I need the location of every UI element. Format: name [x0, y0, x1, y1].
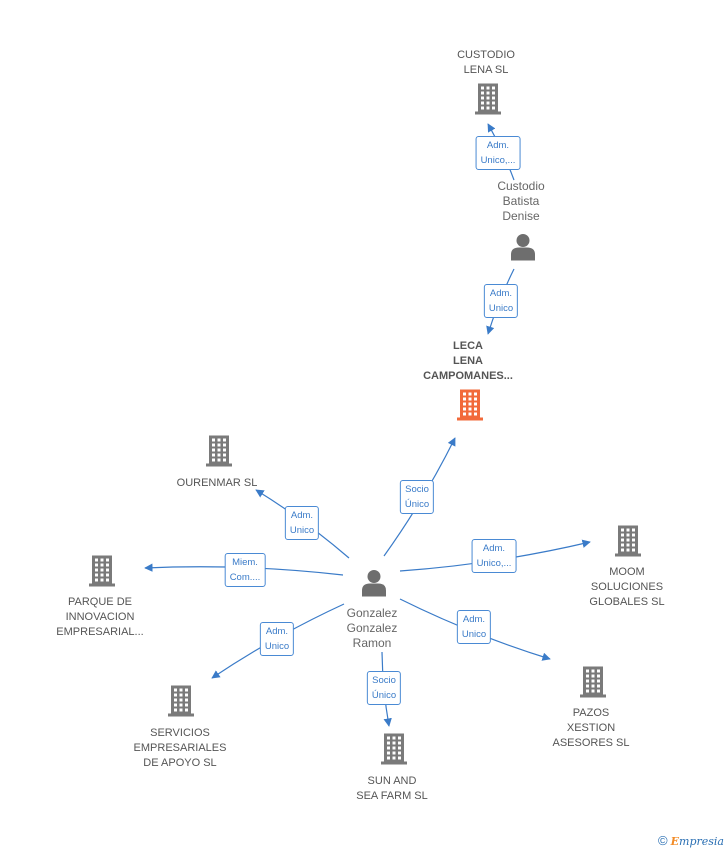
- focus-company-building-icon[interactable]: [456, 388, 484, 427]
- person-name-label[interactable]: Gonzalez Gonzalez Ramon: [346, 606, 398, 650]
- company-name-label[interactable]: LECA LENA CAMPOMANES...: [423, 340, 513, 382]
- building-icon[interactable]: [167, 684, 195, 723]
- building-icon[interactable]: [614, 524, 642, 563]
- building-icon[interactable]: [205, 434, 233, 473]
- relationship-role-label[interactable]: Adm. Unico,...: [475, 136, 521, 170]
- company-name-label[interactable]: SUN AND SEA FARM SL: [356, 775, 428, 802]
- company-name-label[interactable]: CUSTODIO LENA SL: [457, 49, 515, 76]
- person-icon[interactable]: [360, 569, 388, 602]
- building-icon[interactable]: [380, 732, 408, 771]
- relationship-role-label[interactable]: Socio Único: [399, 480, 435, 514]
- footer-brand[interactable]: ©Empresia: [658, 833, 724, 848]
- company-name-label[interactable]: OURENMAR SL: [176, 477, 258, 489]
- relationship-role-label[interactable]: Adm. Unico: [259, 622, 295, 656]
- company-name-label[interactable]: SERVICIOS EMPRESARIALES DE APOYO SL: [133, 727, 227, 769]
- relationship-role-label[interactable]: Adm. Unico: [456, 610, 492, 644]
- building-icon[interactable]: [88, 554, 116, 593]
- brand-logo-e: E: [670, 835, 680, 848]
- relationship-role-label[interactable]: Miem. Com....: [224, 553, 266, 587]
- company-name-label[interactable]: PARQUE DE INNOVACION EMPRESARIAL...: [56, 596, 144, 638]
- copyright-symbol: ©: [658, 833, 668, 848]
- person-icon[interactable]: [509, 233, 537, 266]
- relationship-role-label[interactable]: Adm. Unico,...: [471, 539, 517, 573]
- building-icon[interactable]: [579, 665, 607, 704]
- building-icon[interactable]: [474, 82, 502, 121]
- relationship-role-label[interactable]: Adm. Unico: [483, 284, 519, 318]
- brand-logo-text: mpresia: [679, 835, 724, 848]
- company-name-label[interactable]: MOOM SOLUCIONES GLOBALES SL: [589, 566, 665, 608]
- person-name-label[interactable]: Custodio Batista Denise: [497, 179, 545, 223]
- company-name-label[interactable]: PAZOS XESTION ASESORES SL: [552, 707, 630, 749]
- relationship-role-label[interactable]: Socio Único: [366, 671, 402, 705]
- relationship-role-label[interactable]: Adm. Unico: [284, 506, 320, 540]
